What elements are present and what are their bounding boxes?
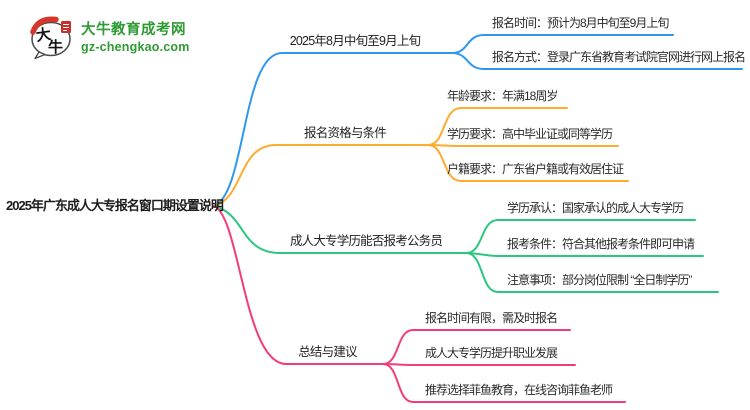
leaf-registration-method: 报名方式：登录广东省教育考试院官网进行网上报名: [492, 50, 746, 64]
branch2-line: [213, 144, 429, 207]
branch1-line: [213, 52, 453, 207]
branch4-child1-line: [382, 329, 571, 365]
site-name: 大牛教育成考网: [81, 22, 186, 38]
branch4-line: [213, 205, 384, 365]
logo-red-seal: [61, 21, 71, 33]
leaf-degree-recognition: 学历承认：国家承认的成人大专学历: [507, 201, 684, 215]
branch1-child2-line: [451, 52, 743, 70]
leaf-recommendation: 推荐选择菲鱼教育，在线咨询菲鱼老师: [425, 383, 613, 397]
leaf-residence-requirement: 户籍要求：广东省户籍或有效居住证: [447, 162, 624, 176]
leaf-career-development: 成人大专学历提升职业发展: [425, 346, 558, 360]
leaf-register-promptly: 报名时间有限，需及时报名: [425, 311, 558, 325]
branch3-child2-line: [465, 252, 704, 257]
branch2-child2-line: [427, 144, 619, 147]
leaf-apply-conditions: 报考条件：符合其他报考条件即可申请: [507, 237, 695, 251]
branch3-child3-line: [465, 252, 719, 293]
branch2-child1-line: [427, 107, 568, 146]
root-topic: 2025年广东成人大专报名窗口期设置说明: [6, 198, 224, 213]
logo-red-arc: [30, 16, 59, 35]
logo-char-1: 大: [35, 25, 52, 45]
daniu-logo-icon: 大 牛: [30, 16, 71, 59]
branch-qualifications: 报名资格与条件: [304, 126, 387, 140]
leaf-registration-time: 报名时间：预计为8月中旬至9月上旬: [492, 16, 669, 30]
branch-registration-window: 2025年8月中旬至9月上旬: [289, 34, 421, 48]
site-domain: gz-chengkao.com: [81, 40, 190, 54]
logo-char-2: 牛: [48, 38, 63, 56]
leaf-education-requirement: 学历要求：高中毕业证或同等学历: [447, 127, 613, 141]
branch4-child3-line: [382, 363, 626, 403]
branch3-line: [213, 205, 467, 254]
branch-civil-service: 成人大专学历能否报考公务员: [289, 234, 443, 248]
branch4-child2-line: [382, 363, 576, 366]
leaf-notes-restriction: 注意事项：部分岗位限制 “全日制学历”: [507, 273, 692, 287]
leaf-age-requirement: 年龄要求：年满18周岁: [447, 89, 558, 103]
site-logo: 大 牛 大牛教育成考网 gz-chengkao.com: [30, 13, 190, 59]
branch-summary: 总结与建议: [298, 345, 357, 359]
branch3-child1-line: [465, 219, 696, 254]
branch1-child1-line: [451, 34, 674, 54]
branch2-child3-line: [427, 144, 629, 182]
